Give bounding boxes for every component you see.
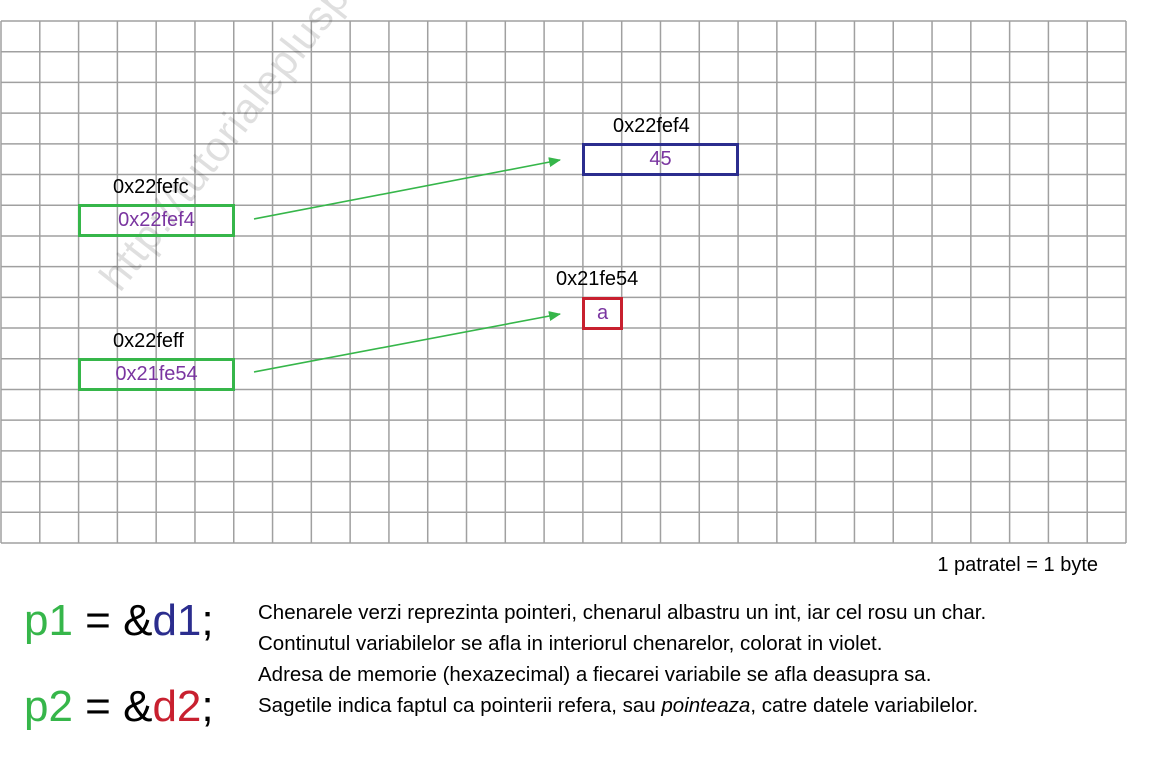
- formula-p2-lhs: p2: [24, 682, 73, 731]
- scale-note: 1 patratel = 1 byte: [937, 554, 1098, 576]
- pointer-p2-value: 0x21fe54: [115, 363, 198, 385]
- formula-p1: p1 = &d1;: [24, 596, 214, 646]
- int-d1-address: 0x22fef4: [613, 115, 690, 137]
- pointer-arrow-p2: [253, 311, 561, 373]
- formula-p2-eq: = &: [72, 682, 153, 731]
- memory-grid: [0, 20, 1127, 544]
- formula-p1-end: ;: [201, 596, 214, 645]
- legend-line-4: Sagetile indica faptul ca pointerii refe…: [258, 690, 986, 721]
- formula-p2: p2 = &d2;: [24, 682, 214, 732]
- legend-line-4-b: , catre datele variabilelor.: [750, 694, 979, 717]
- legend-line-4-a: Sagetile indica faptul ca pointerii refe…: [258, 694, 662, 717]
- char-d2-value: a: [596, 302, 609, 324]
- pointer-p2-box: 0x21fe54: [78, 358, 235, 391]
- formula-p2-rhs: d2: [152, 682, 202, 731]
- pointer-p1-address: 0x22fefc: [113, 176, 189, 198]
- legend: Chenarele verzi reprezinta pointeri, che…: [258, 597, 986, 721]
- pointer-arrow-p1: [253, 157, 561, 220]
- formula-p1-rhs: d1: [152, 596, 202, 645]
- formula-p1-eq: = &: [72, 596, 153, 645]
- pointer-p1-box: 0x22fef4: [78, 204, 235, 237]
- arrows-layer: [253, 157, 561, 373]
- int-d1-box: 45: [582, 143, 739, 176]
- legend-line-2: Continutul variabilelor se afla in inter…: [258, 632, 883, 655]
- pointer-p1-value: 0x22fef4: [118, 209, 195, 231]
- legend-line-1: Chenarele verzi reprezinta pointeri, che…: [258, 601, 987, 624]
- legend-line-4-em: pointeaza: [661, 694, 751, 717]
- int-d1-value: 45: [649, 148, 672, 170]
- char-d2-box: a: [582, 297, 623, 330]
- char-d2-address: 0x21fe54: [556, 268, 639, 290]
- pointer-p2-address: 0x22feff: [113, 330, 184, 352]
- legend-line-3: Adresa de memorie (hexazecimal) a fiecar…: [258, 663, 932, 686]
- formula-p1-lhs: p1: [24, 596, 73, 645]
- formula-p2-end: ;: [201, 682, 214, 731]
